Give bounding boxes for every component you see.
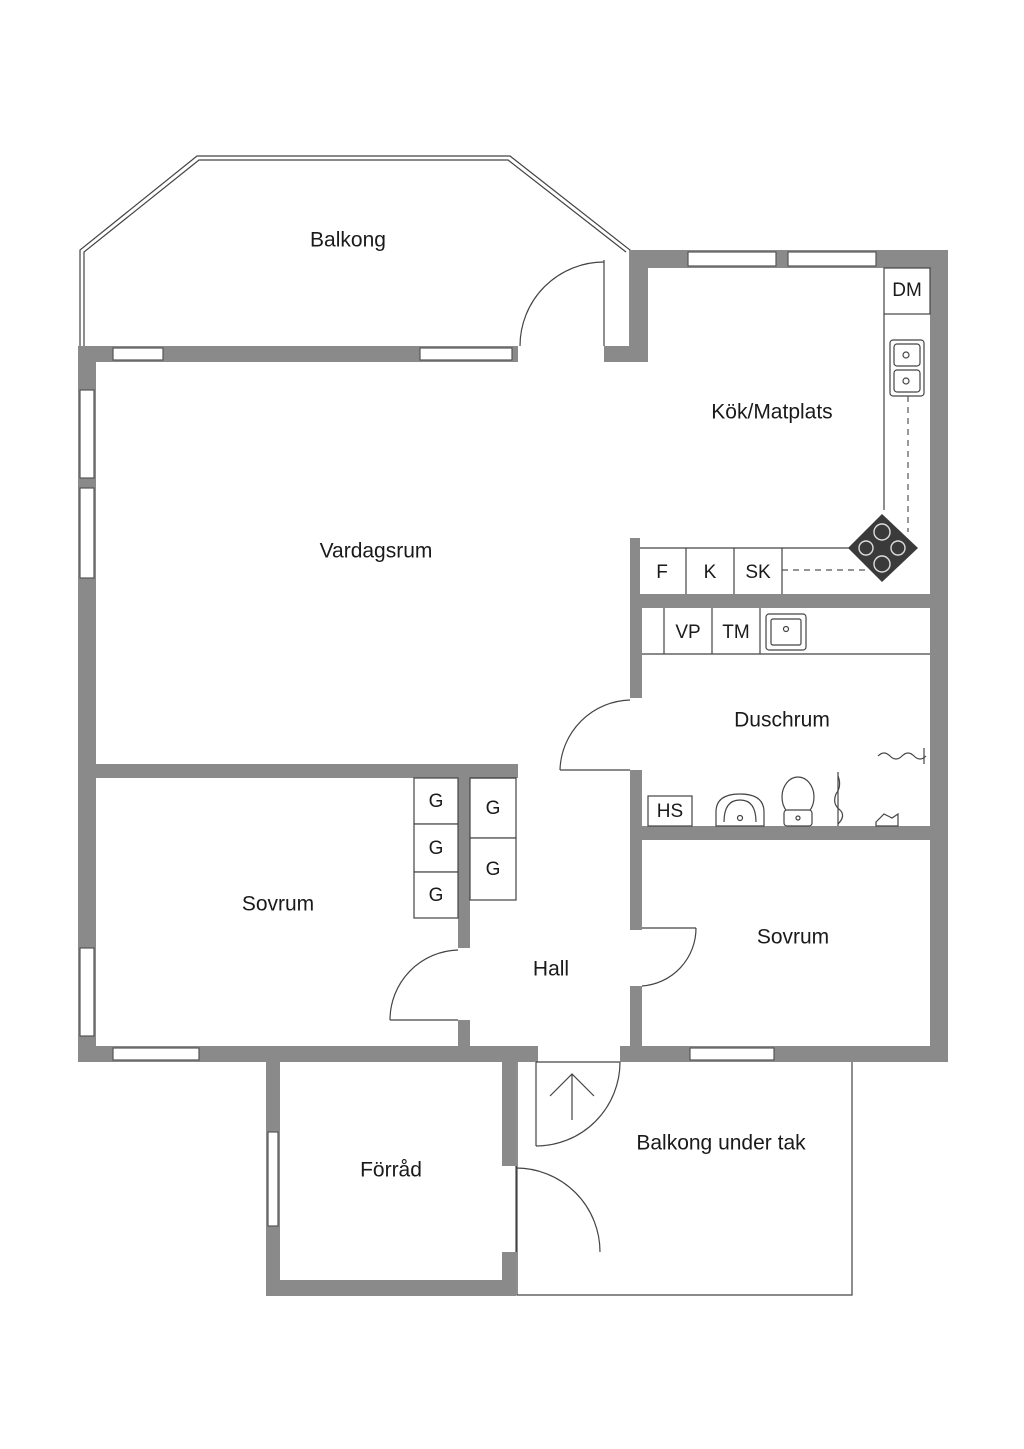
- shower-hose-icon: [834, 775, 844, 825]
- bathroom-fixtures: [642, 608, 930, 827]
- fixture-label-f: F: [656, 562, 668, 583]
- wardrobe-label: G: [486, 859, 501, 880]
- fixture-label-hs: HS: [657, 801, 683, 822]
- toilet-icon: [781, 776, 815, 827]
- wardrobe-label: G: [429, 791, 444, 812]
- doors: [389, 260, 697, 1253]
- room-label-balkong: Balkong: [310, 229, 386, 252]
- wardrobe-label: G: [429, 838, 444, 859]
- windows: [79, 251, 877, 1227]
- room-label-sovrum-right: Sovrum: [757, 926, 829, 949]
- room-label-forrad: Förråd: [360, 1159, 422, 1182]
- covered-balcony-outline: [516, 1062, 853, 1296]
- fixture-label-dm: DM: [892, 280, 922, 301]
- room-label-sovrum-left: Sovrum: [242, 893, 314, 916]
- room-label-kok: Kök/Matplats: [711, 401, 832, 424]
- fixture-label-k: K: [704, 562, 717, 583]
- fixture-label-sk: SK: [745, 562, 771, 583]
- faucet-icon: [875, 812, 899, 827]
- kitchen-counter: [640, 267, 931, 594]
- fixture-label-tm: TM: [722, 622, 749, 643]
- washbasin-icon: [715, 793, 765, 827]
- shower-rail-icon: [877, 752, 927, 760]
- wardrobe-label: G: [486, 798, 501, 819]
- fixture-label-vp: VP: [675, 622, 700, 643]
- wardrobes: [413, 777, 517, 919]
- room-label-vardagsrum: Vardagsrum: [320, 540, 433, 563]
- room-label-balkong-tak: Balkong under tak: [636, 1132, 806, 1155]
- wardrobe-label: G: [429, 885, 444, 906]
- room-label-hall: Hall: [533, 958, 569, 981]
- hob-icon: [848, 514, 918, 582]
- room-label-duschrum: Duschrum: [734, 709, 830, 732]
